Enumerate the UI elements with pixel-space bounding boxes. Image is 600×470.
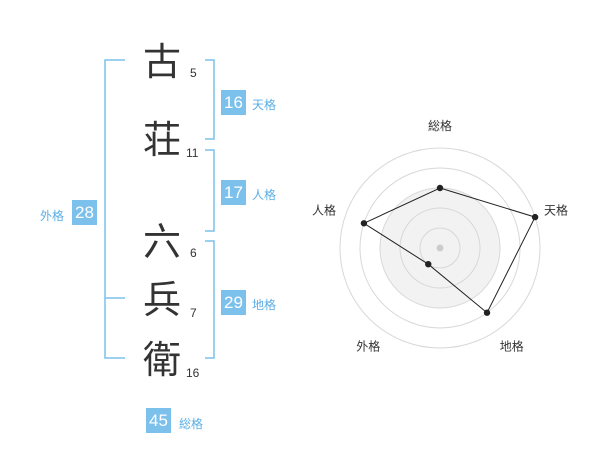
soukaku-value: 45 bbox=[146, 408, 171, 433]
stroke-count-5: 16 bbox=[186, 366, 200, 380]
radar-axis-label-5: 人格 bbox=[312, 202, 336, 217]
tenkaku-label: 天格 bbox=[252, 98, 277, 112]
radar-point-4 bbox=[425, 260, 432, 268]
gaikaku-value: 28 bbox=[72, 200, 97, 225]
gaikaku-bracket bbox=[104, 59, 125, 359]
tenkaku-value: 16 bbox=[221, 90, 246, 115]
name-char-2: 荘 bbox=[142, 118, 181, 162]
radar-point-5 bbox=[360, 220, 368, 227]
name-char-5: 衛 bbox=[142, 338, 181, 382]
stroke-count-3: 6 bbox=[190, 246, 197, 260]
radar-point-2 bbox=[531, 213, 539, 221]
name-char-4: 兵 bbox=[142, 278, 181, 322]
radar-polygon bbox=[362, 187, 536, 314]
radar-ring bbox=[419, 227, 461, 269]
name-char-1: 古 bbox=[142, 40, 181, 84]
soukaku-label: 総格 bbox=[179, 417, 204, 431]
stroke-count-1: 5 bbox=[190, 66, 197, 80]
radar-axis-label-4: 外格 bbox=[356, 339, 380, 354]
name-char-3: 六 bbox=[142, 220, 181, 264]
gaikaku-label: 外格 bbox=[40, 209, 65, 223]
chikaku-bracket bbox=[205, 240, 215, 359]
radar-point-3 bbox=[483, 309, 491, 316]
stroke-count-2: 11 bbox=[186, 146, 199, 160]
chikaku-value: 29 bbox=[221, 290, 246, 315]
radar-axis-label-1: 総格 bbox=[428, 118, 452, 133]
jinkaku-label: 人格 bbox=[252, 188, 277, 202]
chikaku-label: 地格 bbox=[252, 298, 277, 312]
radar-ring bbox=[399, 207, 481, 289]
stroke-count-4: 7 bbox=[190, 306, 197, 320]
tenkaku-bracket bbox=[205, 59, 215, 140]
radar-center-dot bbox=[436, 244, 444, 252]
jinkaku-value: 17 bbox=[221, 180, 246, 205]
radar-point-1 bbox=[436, 184, 444, 192]
radar-axis-label-2: 天格 bbox=[544, 202, 568, 217]
jinkaku-bracket bbox=[205, 149, 215, 232]
radar-axis-label-3: 地格 bbox=[500, 339, 524, 354]
radar-ring bbox=[339, 147, 541, 349]
